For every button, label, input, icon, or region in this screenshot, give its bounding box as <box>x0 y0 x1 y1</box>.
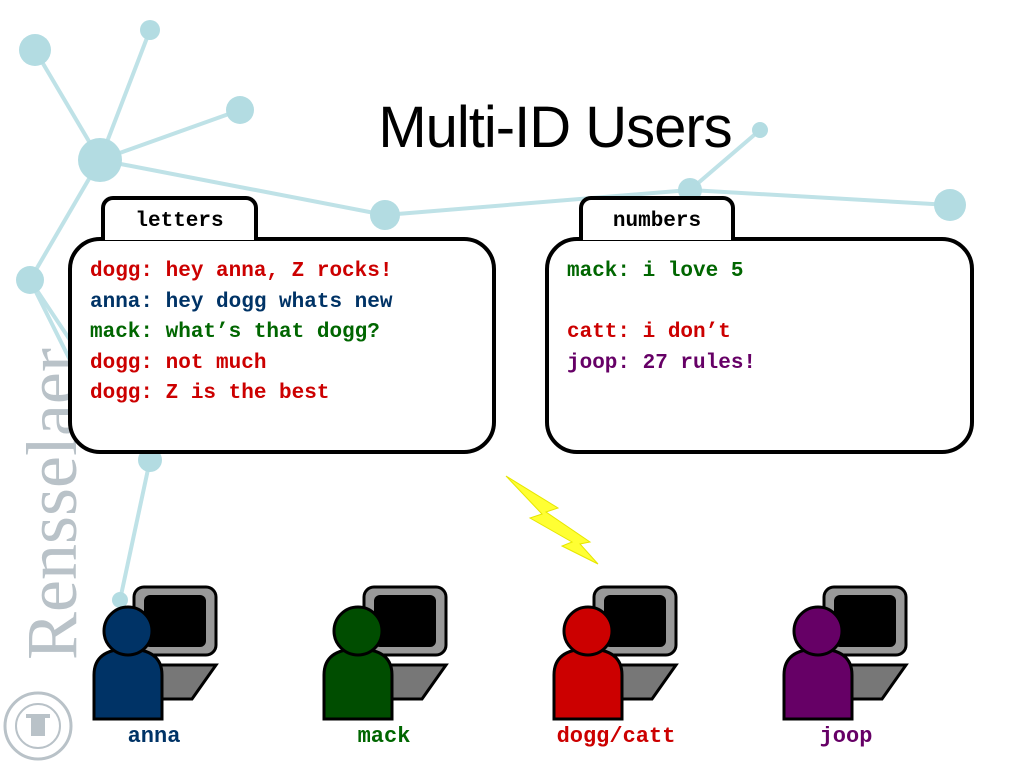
user-label: joop <box>819 724 873 749</box>
chat-message: dogg: hey anna, Z rocks! <box>90 260 393 283</box>
chat-message: catt: i don’t <box>567 321 731 344</box>
user-figure <box>782 585 909 721</box>
user-figure <box>92 585 219 721</box>
chat-message: mack: i love 5 <box>567 260 744 283</box>
person-icon <box>322 605 394 721</box>
chat-panel-numbers: mack: i love 5 catt: i don’t joop: 27 ru… <box>545 237 974 454</box>
slide-title: Multi-ID Users <box>378 95 732 160</box>
chat-message: joop: 27 rules! <box>567 351 757 375</box>
computer-icon <box>819 585 909 701</box>
user-figure <box>552 585 679 721</box>
user-label: mack <box>357 724 411 749</box>
tab-letters[interactable]: letters <box>101 196 258 240</box>
user-figure <box>322 585 449 721</box>
tab-numbers[interactable]: numbers <box>579 196 735 240</box>
chat-message: mack: what’s that dogg? <box>90 321 380 344</box>
person-icon <box>552 605 624 721</box>
person-icon <box>92 605 164 721</box>
institute-seal-icon <box>3 691 73 761</box>
user-label: dogg/catt <box>556 724 676 749</box>
chat-panel-letters: dogg: hey anna, Z rocks! anna: hey dogg … <box>68 237 496 454</box>
person-icon <box>782 605 854 721</box>
lightning-bolt-icon <box>505 475 599 565</box>
chat-message: anna: hey dogg whats new <box>90 290 393 314</box>
chat-message-blank <box>567 288 970 319</box>
chat-message: dogg: Z is the best <box>90 382 330 405</box>
chat-message: dogg: not much <box>90 351 267 375</box>
user-label: anna <box>127 724 181 749</box>
